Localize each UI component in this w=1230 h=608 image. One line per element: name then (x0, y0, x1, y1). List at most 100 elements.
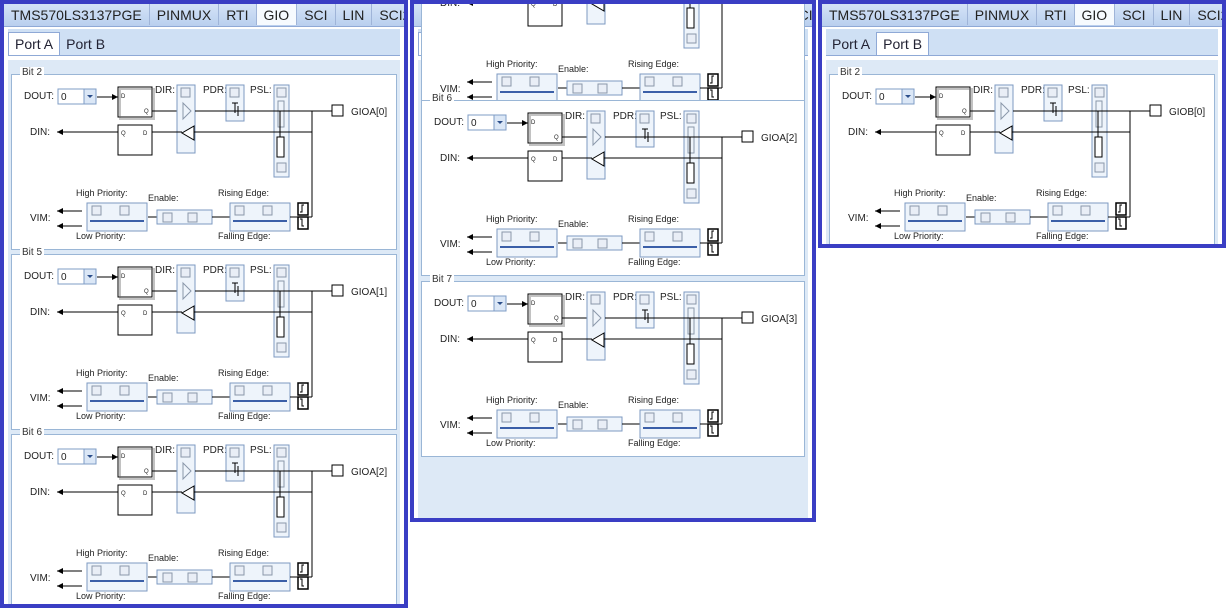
edge-checkbox-2[interactable] (262, 385, 273, 396)
psl-checkbox[interactable] (276, 87, 287, 98)
pdr-checkbox[interactable] (229, 447, 240, 458)
pdr-checkbox[interactable] (229, 267, 240, 278)
psl-checkbox[interactable] (686, 113, 697, 124)
priority-checkbox-2[interactable] (119, 565, 130, 576)
tab-lin[interactable]: LIN (1154, 4, 1191, 25)
tab-gio[interactable]: GIO (256, 4, 298, 25)
enable-checkbox-2[interactable] (187, 572, 198, 583)
edge-checkbox-2[interactable] (262, 205, 273, 216)
enable-checkbox-2[interactable] (597, 238, 608, 249)
edge-checkbox-2[interactable] (672, 412, 683, 423)
priority-checkbox-1[interactable] (501, 231, 512, 242)
psl-bottom-checkbox[interactable] (276, 342, 287, 353)
pdr-checkbox[interactable] (1047, 87, 1058, 98)
priority-checkbox-1[interactable] (91, 565, 102, 576)
chevron-down-icon (497, 302, 503, 305)
edge-checkbox-1[interactable] (644, 412, 655, 423)
tab-tms570ls3137pge[interactable]: TMS570LS3137PGE (4, 4, 150, 25)
enable-checkbox-2[interactable] (1005, 212, 1016, 223)
psl-bottom-checkbox[interactable] (1094, 162, 1105, 173)
priority-checkbox-1[interactable] (501, 76, 512, 87)
priority-checkbox-2[interactable] (529, 76, 540, 87)
psl-checkbox[interactable] (276, 447, 287, 458)
dir-checkbox[interactable] (180, 87, 191, 98)
edge-checkbox-2[interactable] (1080, 205, 1091, 216)
dout-dropdown[interactable]: 0 (57, 448, 97, 465)
psl-checkbox[interactable] (1094, 87, 1105, 98)
dir-checkbox[interactable] (180, 447, 191, 458)
priority-checkbox-2[interactable] (119, 385, 130, 396)
psl-checkbox[interactable] (276, 267, 287, 278)
resistor-icon (686, 7, 695, 29)
tab-port-b[interactable]: Port B (876, 32, 930, 55)
enable-checkbox-1[interactable] (162, 572, 173, 583)
edge-checkbox-2[interactable] (672, 76, 683, 87)
dout-label: DOUT: (842, 91, 872, 102)
enable-checkbox-2[interactable] (597, 83, 608, 94)
tab-port-a[interactable]: Port A (832, 36, 871, 52)
dout-dropdown[interactable]: 0 (875, 88, 915, 105)
pdr-checkbox[interactable] (639, 113, 650, 124)
dir-checkbox[interactable] (590, 294, 601, 305)
psl-bottom-checkbox[interactable] (276, 522, 287, 533)
tab-rti[interactable]: RTI (1037, 4, 1075, 25)
edge-checkbox-1[interactable] (234, 385, 245, 396)
pdr-label: PDR: (203, 265, 227, 276)
edge-checkbox-1[interactable] (1052, 205, 1063, 216)
enable-checkbox-2[interactable] (597, 419, 608, 430)
psl-bottom-checkbox[interactable] (276, 162, 287, 173)
psl-checkbox[interactable] (686, 294, 697, 305)
priority-checkbox-1[interactable] (91, 385, 102, 396)
psl-bottom-checkbox[interactable] (686, 33, 697, 44)
tab-gio[interactable]: GIO (1074, 4, 1116, 25)
tab-sci2[interactable]: SCI2 (372, 4, 404, 25)
resistor-icon (276, 316, 285, 338)
pdr-checkbox[interactable] (229, 87, 240, 98)
edge-checkbox-1[interactable] (644, 76, 655, 87)
vim-label: VIM: (30, 573, 51, 584)
tab-tms570ls3137pge[interactable]: TMS570LS3137PGE (822, 4, 968, 25)
enable-checkbox-1[interactable] (980, 212, 991, 223)
edge-checkbox-2[interactable] (672, 231, 683, 242)
enable-checkbox-1[interactable] (162, 212, 173, 223)
tab-pinmux[interactable]: PINMUX (150, 4, 220, 25)
enable-checkbox-1[interactable] (162, 392, 173, 403)
pdr-checkbox[interactable] (639, 294, 650, 305)
tab-rti[interactable]: RTI (219, 4, 257, 25)
enable-checkbox-2[interactable] (187, 212, 198, 223)
priority-checkbox-1[interactable] (91, 205, 102, 216)
edge-checkbox-1[interactable] (234, 565, 245, 576)
priority-checkbox-2[interactable] (529, 231, 540, 242)
rising-edge-label: Rising Edge: (218, 548, 269, 558)
dir-checkbox[interactable] (180, 267, 191, 278)
flop-q-pin: Q (144, 289, 149, 295)
priority-checkbox-2[interactable] (119, 205, 130, 216)
psl-bottom-checkbox[interactable] (686, 188, 697, 199)
priority-checkbox-2[interactable] (937, 205, 948, 216)
tab-sci[interactable]: SCI (297, 4, 336, 25)
enable-checkbox-1[interactable] (572, 419, 583, 430)
input-buffer-icon (591, 4, 605, 12)
tab-pinmux[interactable]: PINMUX (968, 4, 1038, 25)
enable-checkbox-1[interactable] (572, 238, 583, 249)
psl-bottom-checkbox[interactable] (686, 369, 697, 380)
dout-dropdown[interactable]: 0 (57, 268, 97, 285)
priority-checkbox-2[interactable] (529, 412, 540, 423)
edge-checkbox-2[interactable] (262, 565, 273, 576)
tab-port-b[interactable]: Port B (66, 36, 106, 52)
priority-checkbox-1[interactable] (501, 412, 512, 423)
edge-checkbox-1[interactable] (234, 205, 245, 216)
enable-checkbox-1[interactable] (572, 83, 583, 94)
enable-checkbox-2[interactable] (187, 392, 198, 403)
priority-checkbox-1[interactable] (909, 205, 920, 216)
dout-dropdown[interactable]: 0 (57, 88, 97, 105)
tab-port-a[interactable]: Port A (8, 32, 61, 55)
edge-checkbox-1[interactable] (644, 231, 655, 242)
dout-dropdown[interactable]: 0 (467, 114, 507, 131)
dir-checkbox[interactable] (590, 113, 601, 124)
dir-checkbox[interactable] (998, 87, 1009, 98)
tab-sci2[interactable]: SCI2 (1190, 4, 1222, 25)
tab-lin[interactable]: LIN (336, 4, 373, 25)
tab-sci[interactable]: SCI (1115, 4, 1154, 25)
dout-dropdown[interactable]: 0 (467, 295, 507, 312)
